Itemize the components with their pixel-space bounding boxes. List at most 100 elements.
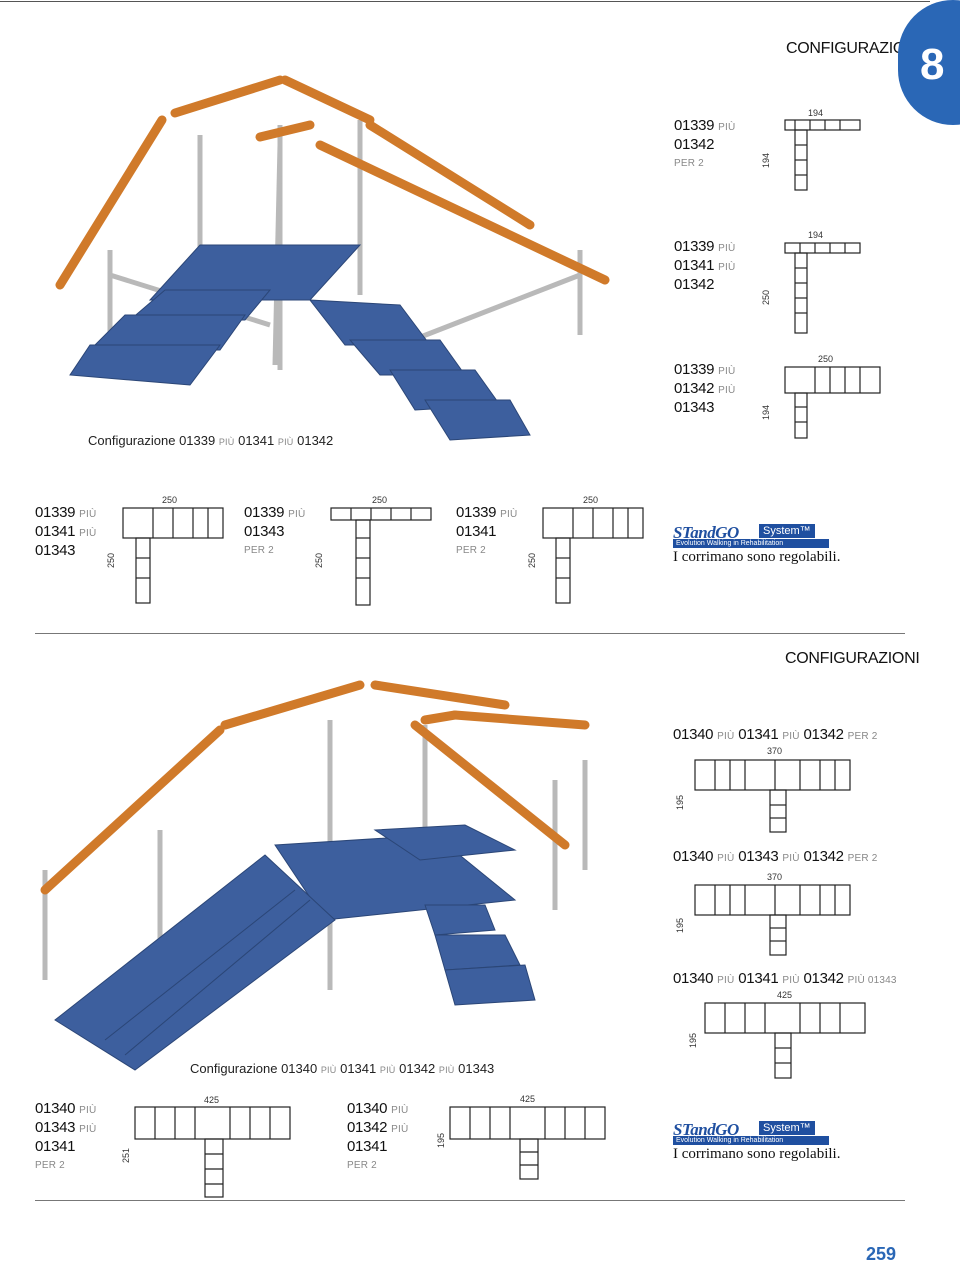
logo-st: ST <box>673 1120 691 1139</box>
code: 01339 <box>674 117 715 134</box>
code: 01341 <box>674 257 715 274</box>
code: 01339 <box>674 238 715 255</box>
plan-diagram-bottom-1 <box>134 1106 291 1198</box>
dim-h: 194 <box>808 108 824 118</box>
dim-h: 425 <box>204 1095 220 1105</box>
code: 01339 <box>674 361 715 378</box>
logo-and: and <box>690 523 716 542</box>
dim-v: 194 <box>761 404 771 420</box>
code: 01342 <box>803 726 845 743</box>
piu-label: PIÙ <box>782 853 800 864</box>
row-config-3: 01339 PIÙ 01341 PER 2 <box>456 504 517 559</box>
right-config-1: 01340 PIÙ 01341 PIÙ 01342 PER 2 <box>673 726 878 745</box>
note-handrails-2: I corrimano sono regolabili. <box>673 1146 841 1162</box>
right-config-2: 01340 PIÙ 01343 PIÙ 01342 PER 2 <box>673 848 878 867</box>
standgo-logo-2: STandGO System™ Evolution Walking in Reh… <box>673 1120 829 1145</box>
code: 01339 <box>456 504 497 521</box>
dim-v: 250 <box>761 289 771 305</box>
piu-label: PIÙ <box>718 122 736 133</box>
piu-label: PIÙ <box>718 385 736 396</box>
dim-h: 425 <box>520 1094 536 1104</box>
logo-brand: STandGO <box>673 1120 739 1140</box>
piu-label: PIÙ <box>717 975 735 986</box>
logo-st: ST <box>673 523 691 542</box>
config-3: 01339 PIÙ 01342 PIÙ 01343 <box>674 361 735 416</box>
per-label: PER 2 <box>347 1160 377 1171</box>
piu-label: PIÙ <box>79 528 97 539</box>
code: 01342 <box>297 433 334 448</box>
code: 01343 <box>458 1061 495 1076</box>
dim-v: 195 <box>688 1032 698 1048</box>
code: 01341 <box>35 523 76 540</box>
code: 01342 <box>674 136 715 153</box>
code: 01342 <box>347 1119 388 1136</box>
note-handrails: I corrimano sono regolabili. <box>673 549 841 565</box>
dim-v: 250 <box>106 552 116 568</box>
piu-label: PIÙ <box>500 509 518 520</box>
code: 01340 <box>673 848 714 865</box>
section-title: CONFIGURAZIONI <box>786 40 921 57</box>
page-number: 259 <box>866 1244 897 1264</box>
divider <box>35 633 905 634</box>
bottom-config-2: 01340 PIÙ 01342 PIÙ 01341 PER 2 <box>347 1100 408 1174</box>
section2-title: CONFIGURAZIONI <box>785 650 920 667</box>
code: 01340 <box>673 970 714 987</box>
code: 01343 <box>738 848 779 865</box>
per-label: PER 2 <box>674 158 704 169</box>
dim-h: 250 <box>162 495 178 505</box>
code: 01340 <box>281 1061 318 1076</box>
logo-and: and <box>690 1120 716 1139</box>
plan-diagram-right-1 <box>694 759 851 833</box>
logo-system: System™ <box>759 524 815 538</box>
code: 01343 <box>244 523 285 540</box>
piu-label: PIÙ <box>782 731 800 742</box>
piu-label: PIÙ <box>438 1065 455 1075</box>
dim-h: 425 <box>777 990 793 1000</box>
code: 01341 <box>238 433 275 448</box>
code: 01342 <box>674 380 715 397</box>
dim-v: 195 <box>675 794 685 810</box>
dim-v: 250 <box>527 552 537 568</box>
caption-prefix: Configurazione <box>88 433 176 448</box>
code: 01342 <box>399 1061 436 1076</box>
row-config-1: 01339 PIÙ 01341 PIÙ 01343 <box>35 504 96 559</box>
code: 01340 <box>35 1100 76 1117</box>
code: 01341 <box>456 523 497 540</box>
code: 01342 <box>803 970 845 987</box>
code: 01343 <box>35 1119 76 1136</box>
caption-top: Configurazione 01339 PIÙ 01341 PIÙ 01342 <box>88 433 333 448</box>
code: 01341 <box>738 970 779 987</box>
per-label: PIÙ 01343 <box>847 975 897 986</box>
code: 01343 <box>35 542 76 559</box>
piu-label: PIÙ <box>718 366 736 377</box>
logo-brand: STandGO <box>673 523 739 543</box>
plan-diagram-right-3 <box>704 1002 866 1079</box>
plan-diagram-right-2 <box>694 884 851 956</box>
chapter-tab: 8 <box>898 0 960 125</box>
logo-tagline: Evolution Walking in Rehabilitation <box>673 539 829 548</box>
dim-v: 194 <box>761 152 771 168</box>
code: 01342 <box>803 848 845 865</box>
piu-label: PIÙ <box>782 975 800 986</box>
bottom-config-1: 01340 PIÙ 01343 PIÙ 01341 PER 2 <box>35 1100 96 1174</box>
code: 01341 <box>340 1061 377 1076</box>
caption-bottom: Configurazione 01340 PIÙ 01341 PIÙ 01342… <box>190 1061 494 1076</box>
dim-v: 250 <box>314 552 324 568</box>
caption-prefix: Configurazione <box>190 1061 278 1076</box>
piu-label: PIÙ <box>277 437 294 447</box>
config-1: 01339 PIÙ 01342 PER 2 <box>674 117 735 172</box>
per-label: PER 2 <box>35 1160 65 1171</box>
dim-h: 250 <box>583 495 599 505</box>
plan-diagram-1 <box>784 119 861 191</box>
piu-label: PIÙ <box>79 509 97 520</box>
standgo-logo: STandGO System™ Evolution Walking in Reh… <box>673 523 829 548</box>
piu-label: PIÙ <box>718 243 736 254</box>
piu-label: PIÙ <box>79 1105 97 1116</box>
piu-label: PIÙ <box>288 509 306 520</box>
piu-label: PIÙ <box>379 1065 396 1075</box>
piu-label: PIÙ <box>717 853 735 864</box>
piu-label: PIÙ <box>718 262 736 273</box>
plan-diagram-row-2 <box>330 507 432 606</box>
piu-label: PIÙ <box>79 1124 97 1135</box>
product-photo-corner-stairs <box>55 75 610 441</box>
